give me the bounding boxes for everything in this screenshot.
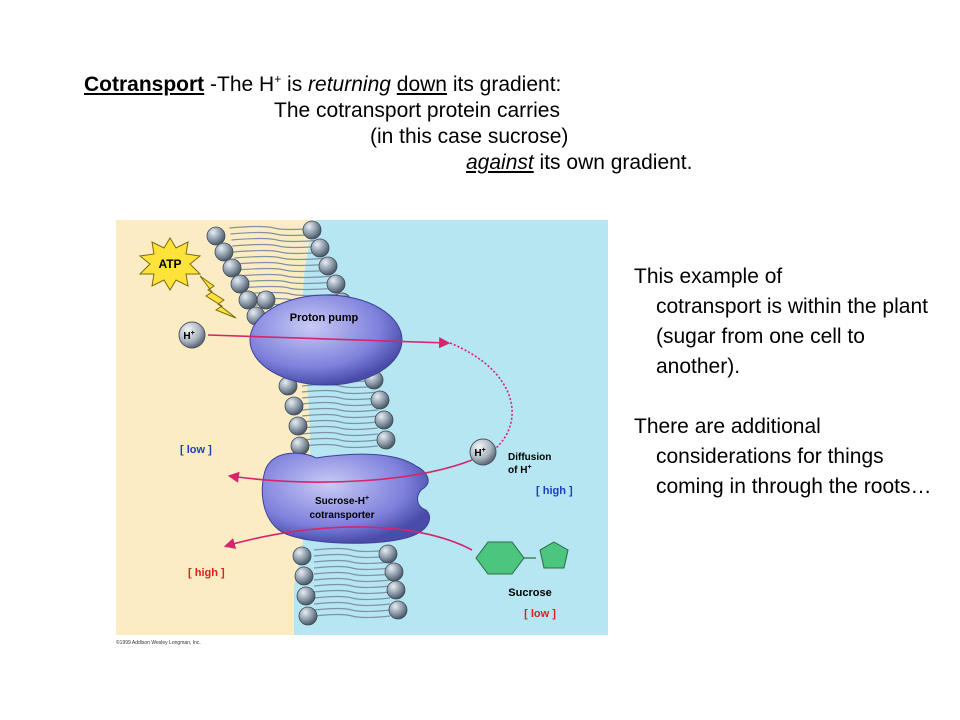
title-line-2: The cotransport protein carries [274, 99, 560, 122]
lipid-head [326, 274, 346, 294]
lipid-head [238, 290, 258, 310]
lipid-head [288, 416, 308, 436]
sucrose-label: Sucrose [508, 587, 551, 599]
lipid-head [388, 600, 408, 620]
lipid-head [256, 290, 276, 310]
h-ion-left: H+ [178, 321, 206, 349]
cytoplasm-region [116, 220, 294, 635]
svg-text:H+: H+ [183, 330, 194, 342]
lipid-head [296, 586, 316, 606]
cotransporter [261, 452, 430, 544]
lipid-head [384, 562, 404, 582]
atp-burst: ATP [138, 237, 202, 291]
lipid-head [290, 436, 310, 456]
title-line-4: against its own gradient. [466, 151, 693, 174]
title-block: Cotransport -The H+ is returning down it… [84, 66, 692, 176]
lipid-head [222, 258, 242, 278]
lipid-head [386, 580, 406, 600]
low-right-label: [ low ] [524, 608, 556, 620]
atp-label: ATP [158, 257, 181, 271]
sucrose-molecule [475, 541, 569, 575]
return-dotted-arrow [449, 342, 513, 449]
lipid-tails [229, 225, 391, 619]
lipid-head [318, 256, 338, 276]
note-paragraph-2: There are additional considerations for … [634, 415, 932, 498]
lipid-head [206, 226, 226, 246]
lipid-head [284, 396, 304, 416]
cotransporter-label-1: Sucrose-H+ [315, 495, 369, 507]
lipid-head [310, 238, 330, 258]
cotransport-heading: Cotransport [84, 73, 205, 96]
title-line-3: (in this case sucrose) [370, 125, 569, 148]
h-diffusion-arrow [227, 459, 473, 483]
membrane-beads [206, 220, 408, 626]
lipid-head [214, 242, 234, 262]
energy-bolt [199, 275, 237, 319]
lipid-head [374, 410, 394, 430]
lipid-head [294, 566, 314, 586]
title-line-1: Cotransport -The H+ is returning down it… [84, 72, 562, 96]
lipid-head [376, 430, 396, 450]
lipid-head [292, 546, 312, 566]
copyright-text: ©1999 Addison Wesley Longman, Inc. [116, 640, 201, 646]
svg-text:H+: H+ [474, 447, 485, 459]
diffusion-label-1: Diffusion [508, 452, 551, 463]
high-right-label: [ high ] [536, 485, 573, 497]
cotransport-diagram: ATP Proton pump H+ H+ Diffusion of H+ [ … [116, 220, 608, 635]
cotransporter-label-2: cotransporter [309, 510, 374, 521]
diffusion-label-2: of H+ [508, 464, 532, 476]
lipid-head [378, 544, 398, 564]
lipid-head [370, 390, 390, 410]
pump-arrow [207, 334, 451, 349]
h-ion-right: H+ [469, 438, 497, 466]
lipid-head [230, 274, 250, 294]
proton-pump [249, 294, 403, 386]
lipid-head [302, 220, 322, 240]
high-left-label: [ high ] [188, 567, 225, 579]
proton-pump-label: Proton pump [290, 312, 359, 324]
side-notes: This example of cotransport is within th… [634, 262, 954, 532]
note-paragraph-1: This example of cotransport is within th… [634, 265, 928, 378]
low-left-label: [ low ] [180, 444, 212, 456]
sucrose-arrow [223, 526, 473, 551]
lipid-head [298, 606, 318, 626]
